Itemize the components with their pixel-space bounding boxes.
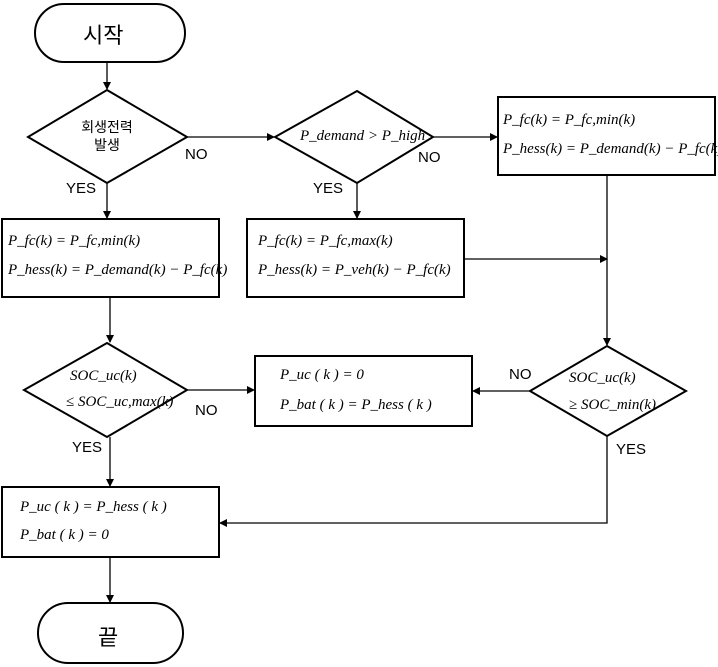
soc-min-decision-diamond bbox=[528, 344, 689, 438]
uc-box-line2: P_bat ( k ) = 0 bbox=[20, 527, 109, 543]
regen-no-label: NO bbox=[185, 146, 208, 163]
end-terminal bbox=[37, 602, 184, 664]
normal-box bbox=[246, 218, 465, 298]
uc-box bbox=[1, 486, 220, 558]
soc-min-yes-label: YES bbox=[616, 441, 647, 458]
regen-decision-label: 회생전력 발생 bbox=[70, 118, 144, 154]
high-demand-line1: P_fc(k) = P_fc,min(k) bbox=[503, 112, 636, 128]
start-terminal bbox=[34, 3, 186, 63]
soc-min-no-label: NO bbox=[509, 366, 532, 383]
demand-decision-label: P_demand > P_high bbox=[300, 128, 426, 144]
uc-box-line1: P_uc ( k ) = P_hess ( k ) bbox=[20, 499, 167, 515]
normal-box-line1: P_fc(k) = P_fc,max(k) bbox=[258, 233, 393, 249]
end-label: 끝 bbox=[98, 625, 119, 650]
high-demand-box bbox=[497, 96, 716, 176]
regen-yes-label: YES bbox=[66, 180, 97, 197]
soc-min-decision-line1: SOC_uc(k) bbox=[569, 370, 636, 386]
soc-max-decision-line2: ≤ SOC_uc,max(k) bbox=[66, 394, 174, 410]
battery-box-line1: P_uc ( k ) = 0 bbox=[280, 367, 364, 383]
battery-box-line2: P_bat ( k ) = P_hess ( k ) bbox=[280, 397, 432, 413]
soc-max-yes-label: YES bbox=[72, 439, 103, 456]
regen-box bbox=[1, 218, 220, 298]
demand-yes-label: YES bbox=[313, 180, 344, 197]
demand-no-label: NO bbox=[418, 149, 441, 166]
soc-min-decision-line2: ≥ SOC_min(k) bbox=[569, 397, 656, 413]
normal-box-line2: P_hess(k) = P_veh(k) − P_fc(k) bbox=[258, 262, 451, 278]
regen-box-line2: P_hess(k) = P_demand(k) − P_fc(k) bbox=[8, 262, 228, 278]
start-label: 시작 bbox=[83, 23, 124, 48]
regen-decision-line1: 회생전력 bbox=[81, 119, 133, 135]
soc-max-no-label: NO bbox=[195, 402, 218, 419]
high-demand-line2: P_hess(k) = P_demand(k) − P_fc(k) bbox=[503, 141, 718, 157]
soc-max-decision-diamond bbox=[21, 341, 189, 439]
regen-box-line1: P_fc(k) = P_fc,min(k) bbox=[8, 233, 141, 249]
soc-max-decision-line1: SOC_uc(k) bbox=[70, 368, 137, 384]
arrow-soc-min-yes bbox=[219, 436, 608, 527]
regen-decision-line2: 발생 bbox=[94, 137, 120, 153]
